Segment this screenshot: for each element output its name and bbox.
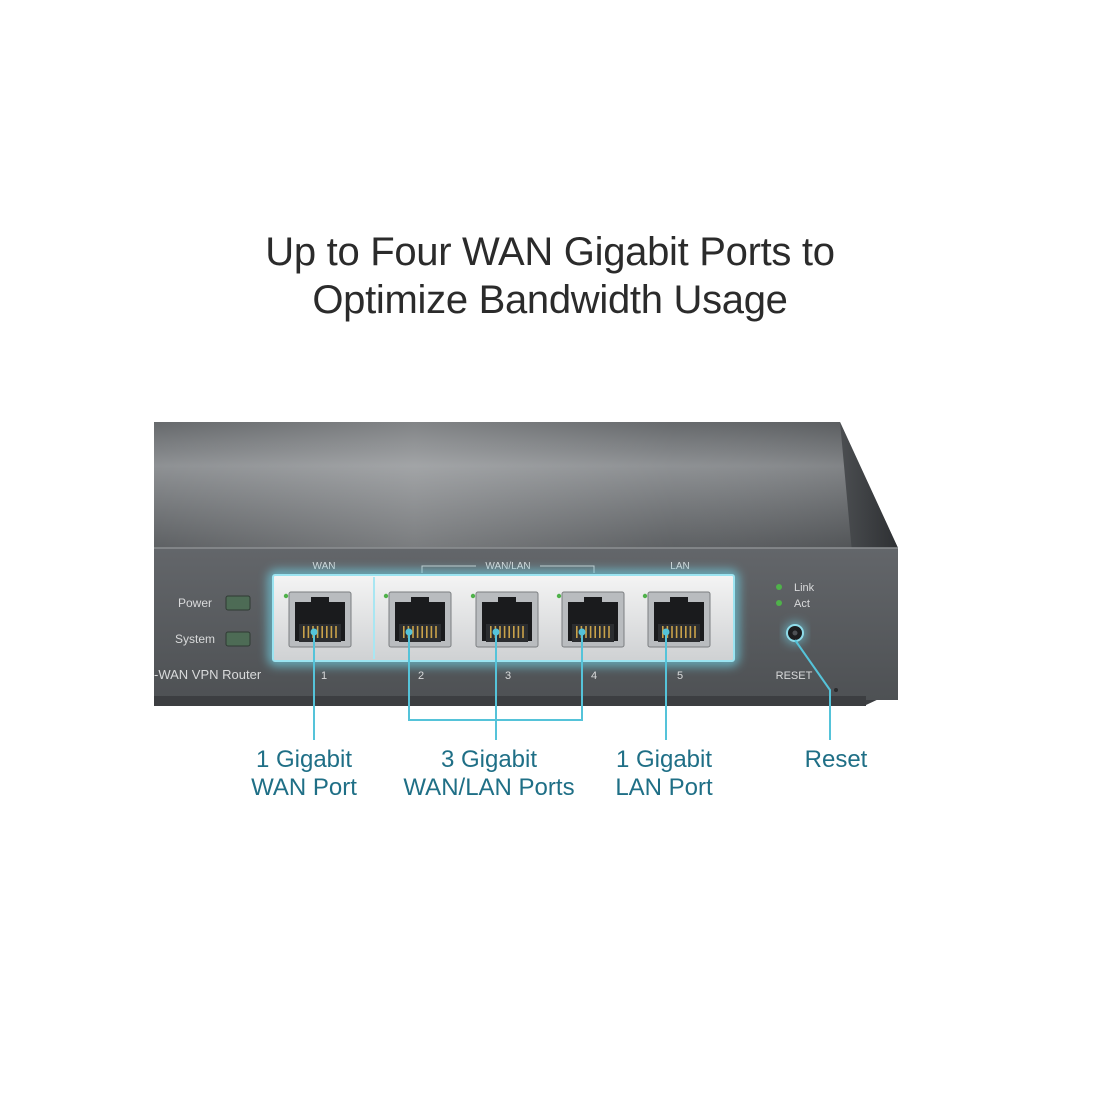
system-label: System: [175, 632, 215, 646]
port-number-4: 4: [591, 670, 597, 682]
ethernet-port-3-icon: [470, 591, 539, 648]
power-label: Power: [178, 596, 212, 610]
ethernet-port-1-icon: [283, 591, 352, 648]
model-label: -WAN VPN Router: [154, 667, 262, 682]
port-number-2: 2: [418, 670, 424, 682]
port-number-5: 5: [677, 670, 683, 682]
act-label: Act: [794, 598, 810, 610]
port-number-3: 3: [505, 670, 511, 682]
callout-wanlan-line2: WAN/LAN Ports: [403, 774, 574, 801]
callout-lan-line2: LAN Port: [615, 774, 713, 801]
callout-reset: Reset: [805, 746, 868, 773]
system-led-icon: [225, 631, 251, 647]
power-led-icon: [225, 595, 251, 611]
headline-line-1: Up to Four WAN Gigabit Ports to: [265, 230, 835, 274]
wan-group-label: WAN: [313, 561, 336, 572]
callout-wan-line2: WAN Port: [251, 774, 357, 801]
headline: Up to Four WAN Gigabit Ports to Optimize…: [0, 228, 1100, 324]
link-label: Link: [794, 582, 815, 594]
act-led-icon: [776, 600, 782, 606]
callout-lan-line1: 1 Gigabit: [616, 746, 712, 773]
ethernet-port-2-icon: [383, 591, 452, 648]
ethernet-port-4-icon: [556, 591, 625, 648]
callout-wanlan-line1: 3 Gigabit: [441, 746, 537, 773]
ethernet-port-5-icon: [642, 591, 711, 648]
reset-label: RESET: [776, 670, 813, 682]
wan-lan-group-label: WAN/LAN: [485, 561, 530, 572]
callout-lines: [313, 632, 831, 740]
callout-wan-line1: 1 Gigabit: [256, 746, 352, 773]
lan-group-label: LAN: [670, 561, 689, 572]
port-number-1: 1: [321, 670, 327, 682]
headline-line-2: Optimize Bandwidth Usage: [312, 278, 788, 322]
link-led-icon: [776, 584, 782, 590]
